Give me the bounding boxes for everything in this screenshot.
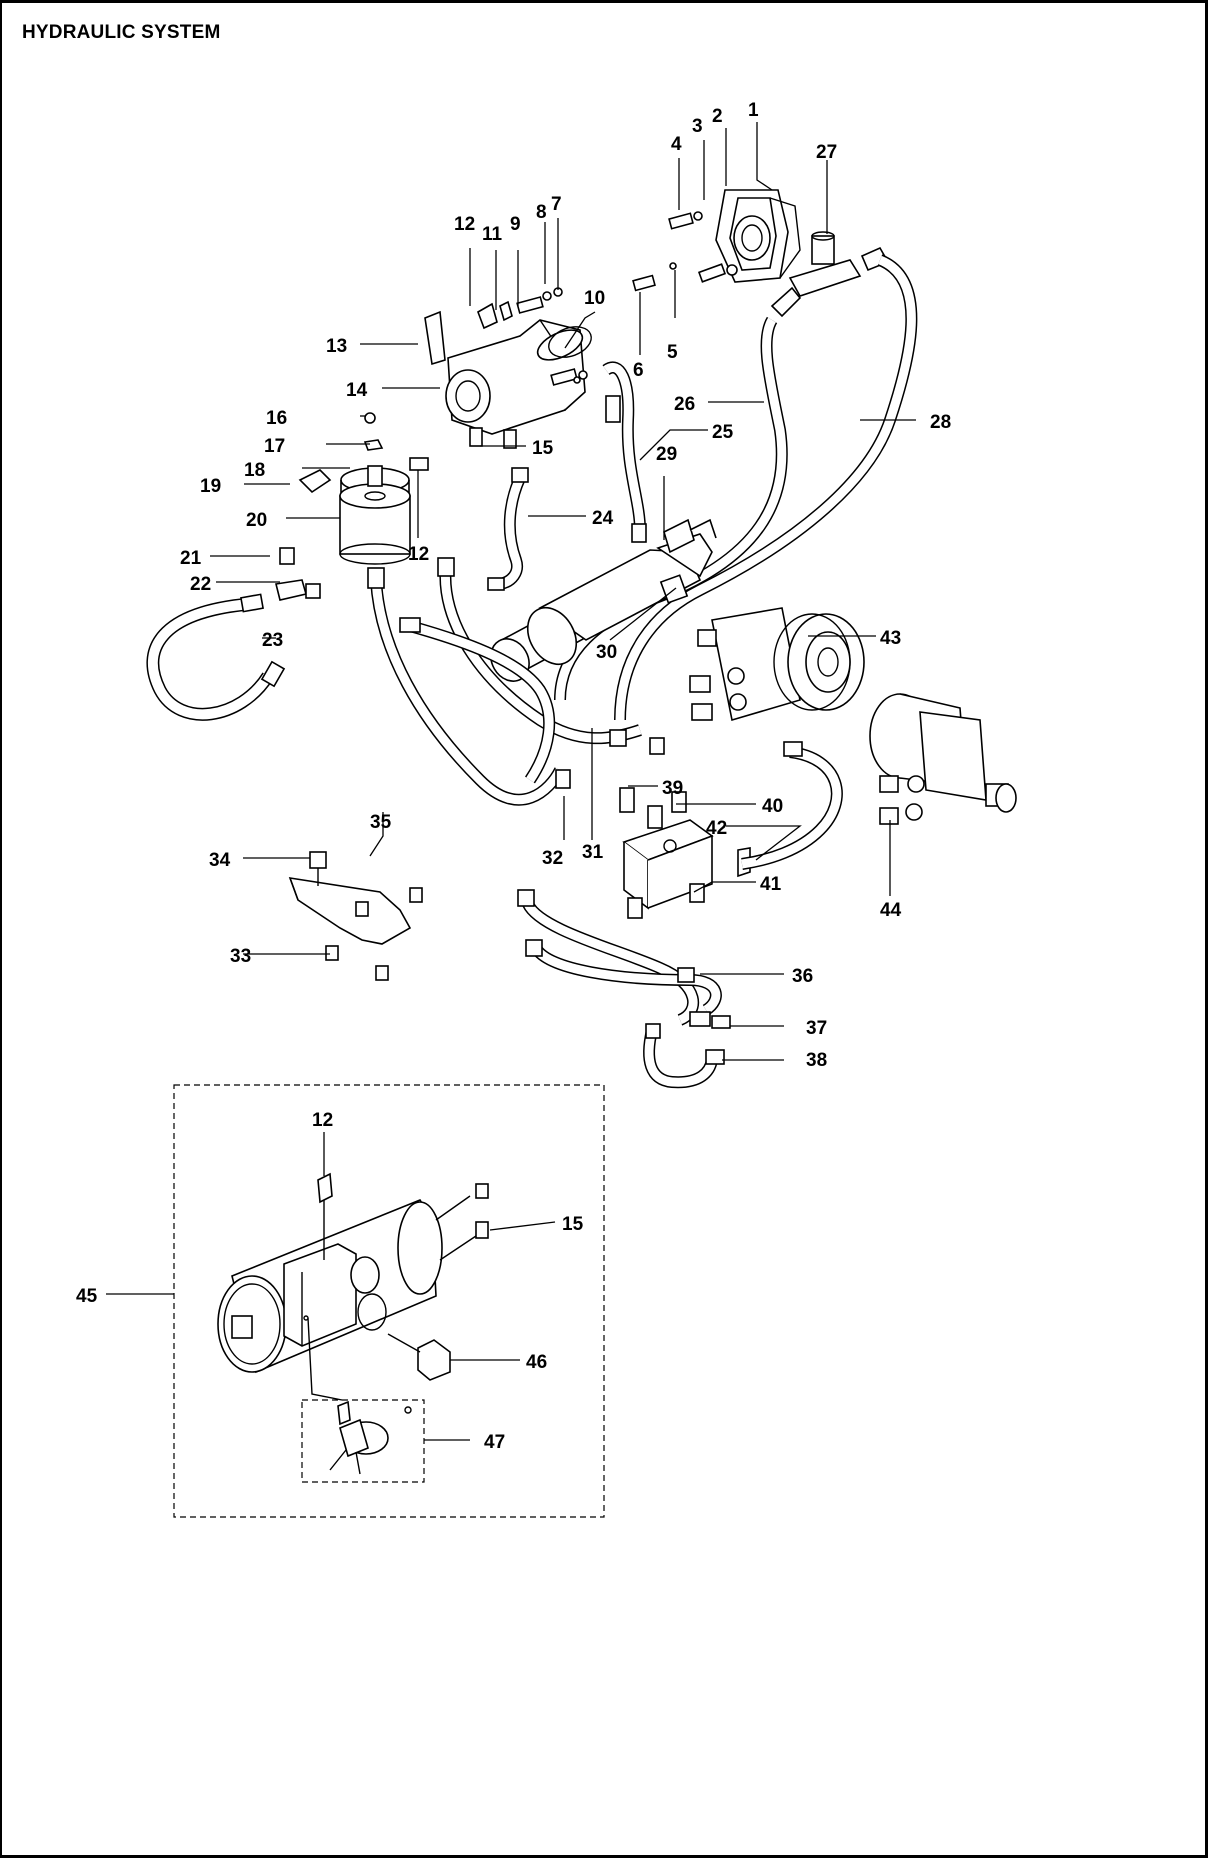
callout-9: 9 bbox=[510, 214, 521, 235]
wheel-motor-43 bbox=[689, 607, 865, 722]
callout-18: 18 bbox=[244, 460, 265, 481]
callout-2: 2 bbox=[712, 106, 723, 127]
callout-17: 17 bbox=[264, 436, 285, 457]
callout-20: 20 bbox=[246, 510, 267, 531]
callout-6: 6 bbox=[633, 360, 644, 381]
tee-fitting bbox=[275, 547, 321, 601]
callout-16: 16 bbox=[266, 408, 287, 429]
callout-40: 40 bbox=[762, 796, 783, 817]
callout-36: 36 bbox=[792, 966, 813, 987]
callout-11: 11 bbox=[482, 224, 503, 245]
callout-26: 26 bbox=[674, 394, 695, 415]
relief-valve bbox=[770, 231, 890, 318]
callout-22: 22 bbox=[190, 574, 211, 595]
hydraulic-pump bbox=[445, 287, 592, 449]
leader-lines bbox=[106, 122, 916, 1441]
callout-42: 42 bbox=[706, 818, 727, 839]
callout-30: 30 bbox=[596, 642, 617, 663]
callout-21: 21 bbox=[180, 548, 202, 569]
group-45-border bbox=[173, 1084, 605, 1518]
valve-block bbox=[619, 787, 751, 919]
callout-37: 37 bbox=[806, 1018, 827, 1039]
callout-12b: 12 bbox=[408, 544, 429, 565]
callout-19: 19 bbox=[200, 476, 221, 497]
callout-45: 45 bbox=[76, 1286, 98, 1307]
callout-14: 14 bbox=[346, 380, 368, 401]
callout-34: 34 bbox=[209, 850, 231, 871]
callout-labels: 1 2 3 4 5 6 7 8 9 10 11 12 13 14 15 16 1… bbox=[76, 100, 951, 1453]
callout-15: 15 bbox=[532, 438, 554, 459]
callout-31: 31 bbox=[582, 842, 604, 863]
callout-38: 38 bbox=[806, 1050, 827, 1071]
callout-23: 23 bbox=[262, 630, 283, 651]
mounting-bracket bbox=[288, 851, 423, 981]
callout-25: 25 bbox=[712, 422, 734, 443]
callout-15b: 15 bbox=[562, 1214, 584, 1235]
callout-28: 28 bbox=[930, 412, 951, 433]
hydraulic-cylinder bbox=[490, 518, 717, 682]
callout-47: 47 bbox=[484, 1432, 505, 1453]
bracket-13 bbox=[424, 310, 446, 366]
page-title: HYDRAULIC SYSTEM bbox=[22, 22, 221, 43]
callout-12: 12 bbox=[454, 214, 475, 235]
pump-flange bbox=[632, 189, 801, 292]
callout-5: 5 bbox=[667, 342, 678, 363]
callout-35: 35 bbox=[370, 812, 392, 833]
wheel-motor-44 bbox=[869, 693, 1017, 825]
callout-39: 39 bbox=[662, 778, 683, 799]
group-47-border bbox=[301, 1399, 425, 1483]
callout-32: 32 bbox=[542, 848, 563, 869]
callout-29: 29 bbox=[656, 444, 677, 465]
power-unit bbox=[217, 1172, 489, 1401]
oil-filter bbox=[298, 412, 429, 565]
callout-7: 7 bbox=[551, 194, 562, 215]
callout-3: 3 bbox=[692, 116, 703, 137]
callout-43: 43 bbox=[880, 628, 901, 649]
callout-10: 10 bbox=[584, 288, 605, 309]
callout-44: 44 bbox=[880, 900, 902, 921]
callout-1: 1 bbox=[748, 100, 759, 121]
callout-46: 46 bbox=[526, 1352, 547, 1373]
callout-8: 8 bbox=[536, 202, 547, 223]
solenoid-47 bbox=[329, 1400, 412, 1475]
callout-13: 13 bbox=[326, 336, 347, 357]
callout-33: 33 bbox=[230, 946, 251, 967]
callout-24: 24 bbox=[592, 508, 614, 529]
callout-4: 4 bbox=[671, 134, 682, 155]
callout-41: 41 bbox=[760, 874, 782, 895]
callout-27: 27 bbox=[816, 142, 837, 163]
callout-12c: 12 bbox=[312, 1110, 333, 1131]
